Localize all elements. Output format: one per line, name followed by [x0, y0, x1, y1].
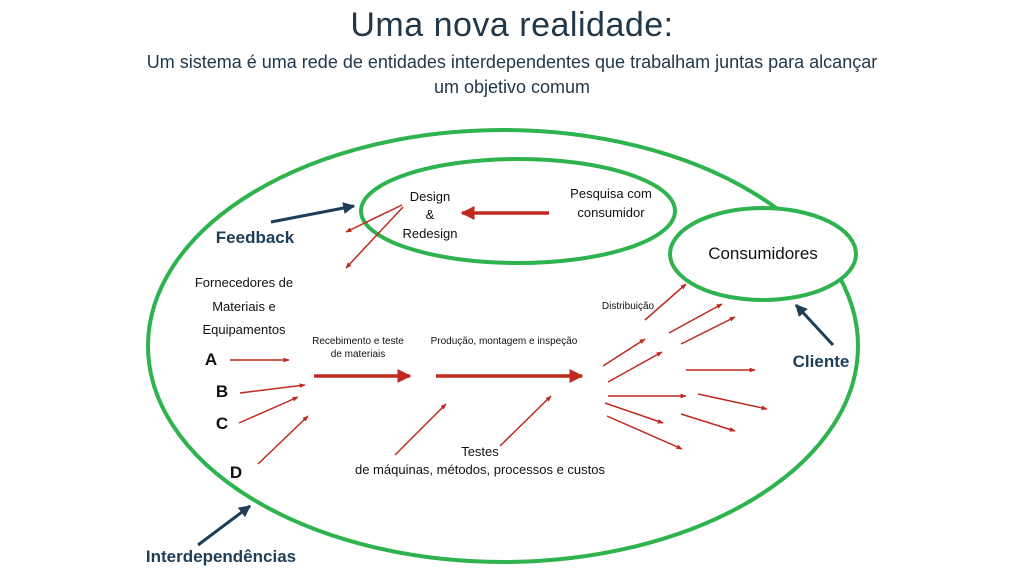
subtitle-line-2: um objetivo comum	[433, 77, 591, 97]
arrow-interdependencias	[197, 504, 251, 547]
testes-label-1: Testes	[461, 444, 499, 459]
recebimento-label-2: de materiais	[331, 349, 385, 360]
arrow-testes-2	[499, 395, 552, 447]
design-label-3: Redesign	[403, 226, 458, 241]
arrow-design-feedback-2	[345, 206, 404, 269]
design-label-2: &	[426, 207, 435, 222]
distribuicao-label: Distribuição	[602, 301, 655, 312]
arrow-supplier-c	[238, 396, 299, 424]
producao-label: Produção, montagem e inspeção	[431, 336, 578, 347]
supplier-letter-d: D	[230, 463, 242, 482]
consumidores-ellipse	[668, 206, 858, 302]
interdependencias-label: Interdependências	[146, 547, 296, 566]
subtitle-line-1: Um sistema é uma rede de entidades inter…	[146, 52, 878, 72]
arrow-cliente	[794, 303, 835, 347]
pesquisa-label-2: consumidor	[577, 205, 645, 220]
arrow-supplier-d	[257, 415, 309, 465]
arrow-feedback	[270, 202, 356, 224]
supplier-letter-b: B	[216, 382, 228, 401]
design-ellipse	[359, 157, 677, 265]
design-label-1: Design	[410, 189, 450, 204]
distribution-arrows	[602, 283, 768, 450]
recebimento-label-1: Recebimento e teste	[312, 336, 404, 347]
arrow-design-feedback-1	[345, 204, 403, 233]
page-title: Uma nova realidade:	[350, 6, 674, 44]
testes-label-2: de máquinas, métodos, processos e custos	[355, 462, 606, 477]
consumidores-label: Consumidores	[708, 244, 818, 263]
fornecedores-label-3: Equipamentos	[202, 322, 286, 337]
cliente-label: Cliente	[793, 352, 850, 371]
arrow-supplier-b	[239, 383, 306, 394]
supplier-letter-a: A	[205, 350, 217, 369]
fornecedores-label-2: Materiais e	[212, 299, 276, 314]
supplier-letter-c: C	[216, 414, 228, 433]
arrow-testes-1	[394, 403, 447, 456]
feedback-label: Feedback	[216, 228, 295, 247]
system-ellipse	[146, 128, 860, 564]
pesquisa-label-1: Pesquisa com	[570, 186, 652, 201]
fornecedores-label-1: Fornecedores de	[195, 275, 293, 290]
